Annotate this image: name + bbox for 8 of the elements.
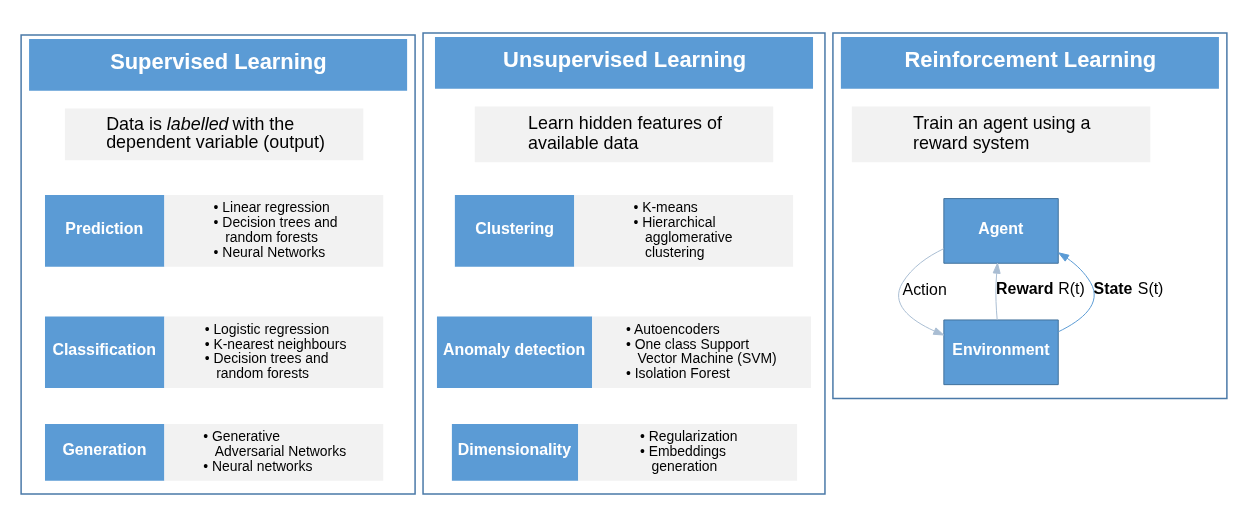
edge-label: Action <box>902 281 947 299</box>
arrow <box>898 248 945 336</box>
edge-label: State S(t) <box>1093 280 1164 298</box>
arrow <box>1057 252 1095 333</box>
node-box: Environment <box>943 319 1059 386</box>
node-box: Agent <box>943 198 1059 264</box>
arrow <box>992 262 1001 321</box>
edge-label: Reward R(t) <box>996 280 1085 298</box>
